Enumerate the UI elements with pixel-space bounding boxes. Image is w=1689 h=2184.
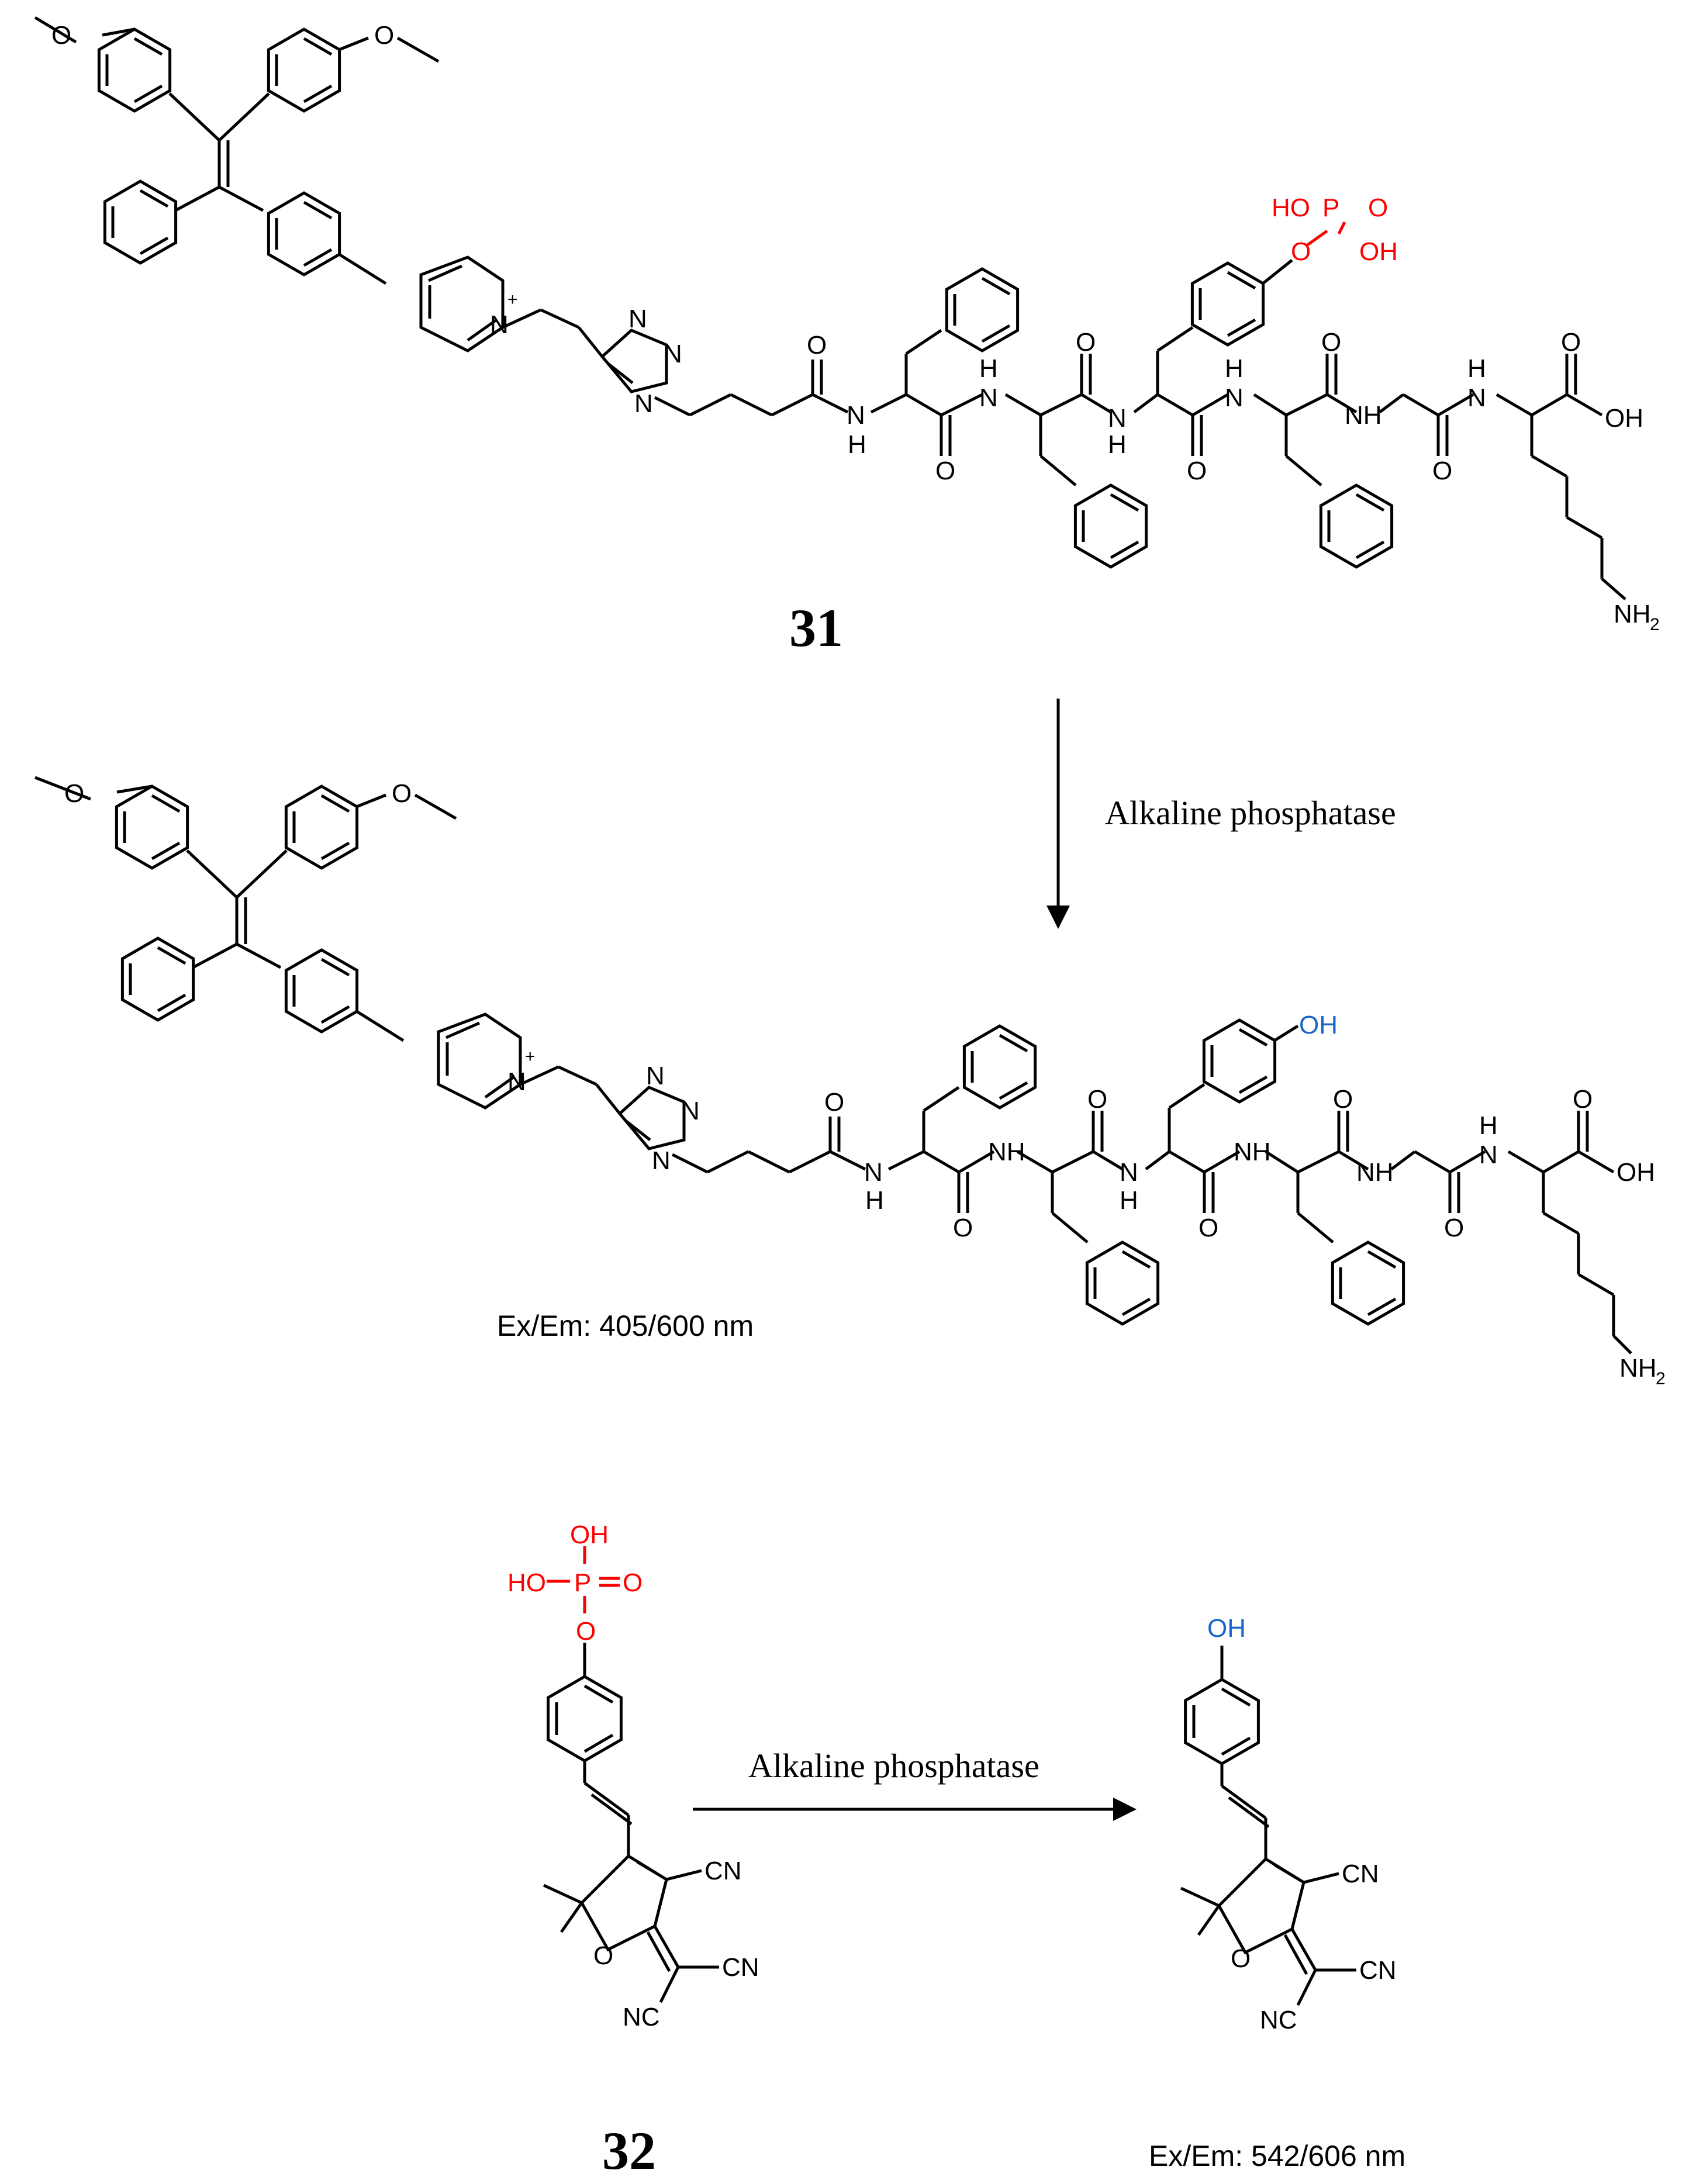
amide-nitrogen-4: N [1225,383,1244,412]
reaction-2-enzyme: Alkaline phosphatase [748,1747,1039,1785]
phosphate-oh: OH [570,1520,609,1549]
amide-h-6: H [1479,1111,1498,1140]
triazole-n3: N [628,305,647,333]
compound-32-number: 32 [602,2121,656,2180]
product-2-atoms: OH O CN CN NC [1207,1614,1397,2034]
lysine-amine-subscript: 2 [1650,615,1660,634]
cyano-2: CN [1359,1956,1397,1985]
carboxyl-oxygen: O [1561,328,1581,357]
pyridinium-nitrogen: N [490,310,509,339]
amide-nitrogen-6: N [1467,383,1486,412]
amide-hydrogen-1: H [848,430,866,459]
compound-31-structure [34,16,1626,600]
phosphate-o-ester: O [1291,237,1311,266]
amide-nitrogen-6: N [1479,1141,1498,1169]
ring-oxygen: O [593,1941,613,1970]
amide-oxygen-6: O [1444,1214,1464,1242]
methoxy-oxygen-right: O [392,779,412,808]
compound-32-atoms: OH HO P O O O CN CN NC [507,1520,759,2031]
methoxy-oxygen-left: O [64,779,84,808]
amide-nh-2: NH [988,1138,1025,1166]
lysine-amine: NH [1619,1354,1657,1383]
amide-oxygen-5: O [1321,328,1341,357]
pyridinium-charge: + [525,1047,536,1066]
amide-nh-5: NH [1356,1158,1394,1187]
compound-32-structure [543,1643,719,2003]
compound-31-atoms: O O N + N N N O N H O H N O N H O H N O … [51,21,1660,634]
phosphate-oh: OH [1359,237,1398,266]
methoxy-oxygen-right: O [374,21,394,50]
product-2-structure [1180,1646,1356,2006]
phosphate-p: P [574,1568,591,1597]
product-1-atoms: O O N + N N N O N H O NH O N H O NH O NH… [64,779,1666,1388]
lysine-amine: NH [1614,600,1651,628]
amide-oxygen-2: O [935,457,955,485]
amide-oxygen-4: O [1198,1214,1218,1242]
amide-nh-4: NH [1234,1138,1271,1166]
amide-oxygen-1: O [807,331,827,360]
phosphate-p: P [1322,193,1339,222]
carboxyl-oh: OH [1605,404,1643,433]
cyano-3: NC [1260,2006,1297,2034]
compound-32-phosphate-bonds [547,1546,620,1613]
triazole-n1: N [652,1146,671,1175]
amide-oxygen-2: O [953,1214,973,1242]
cyano-2: CN [722,1953,759,1982]
amide-oxygen-4: O [1187,457,1207,485]
amide-oxygen-6: O [1432,457,1452,485]
lysine-amine-subscript: 2 [1656,1369,1666,1388]
amide-hydrogen-1: H [865,1186,884,1215]
amide-hydrogen-3: H [1108,430,1127,459]
cyano-1: CN [704,1857,742,1885]
amide-nitrogen-1: N [864,1158,883,1187]
amide-h-6: H [1467,354,1486,383]
pyridinium-charge: + [507,290,518,309]
phosphate-ho: HO [1272,193,1310,222]
cyano-3: NC [623,2003,660,2031]
compound-31-phosphate-bonds [1305,221,1346,247]
phosphate-o-double: O [623,1568,643,1597]
amide-oxygen-1: O [824,1088,844,1117]
cyano-1: CN [1342,1860,1379,1888]
reaction-1-enzyme: Alkaline phosphatase [1105,794,1396,832]
methoxy-oxygen-left: O [51,21,71,50]
carboxyl-oxygen: O [1573,1085,1593,1114]
amide-oxygen-3: O [1076,328,1096,357]
amide-nitrogen-2: N [979,383,998,412]
phosphate-o-double: O [1368,193,1388,222]
phenol-hydroxyl: OH [1207,1614,1246,1643]
product-1-structure [34,776,1632,1354]
amide-nitrogen-3: N [1108,404,1127,433]
triazole-n2: N [664,340,682,368]
amide-hydrogen-3: H [1120,1186,1138,1215]
amide-oxygen-3: O [1087,1085,1107,1114]
amide-h-2: H [979,354,998,383]
triazole-n3: N [646,1062,665,1090]
amide-nitrogen-1: N [847,401,865,430]
pyridinium-nitrogen: N [507,1067,526,1096]
product-2-exem: Ex/Em: 542/606 nm [1149,2140,1405,2172]
amide-nh-5: NH [1345,401,1382,430]
amide-nitrogen-3: N [1120,1158,1138,1187]
product-1-exem: Ex/Em: 405/600 nm [497,1309,754,1342]
triazole-n1: N [634,389,653,418]
carboxyl-oh: OH [1617,1158,1655,1187]
amide-h-4: H [1225,354,1244,383]
ring-oxygen: O [1231,1944,1251,1973]
phosphate-o-ester: O [576,1617,596,1646]
triazole-n2: N [681,1097,700,1125]
phosphate-ho: HO [507,1568,546,1597]
amide-oxygen-5: O [1333,1085,1353,1114]
tyrosine-hydroxyl: OH [1299,1011,1338,1039]
compound-31-number: 31 [789,598,843,658]
